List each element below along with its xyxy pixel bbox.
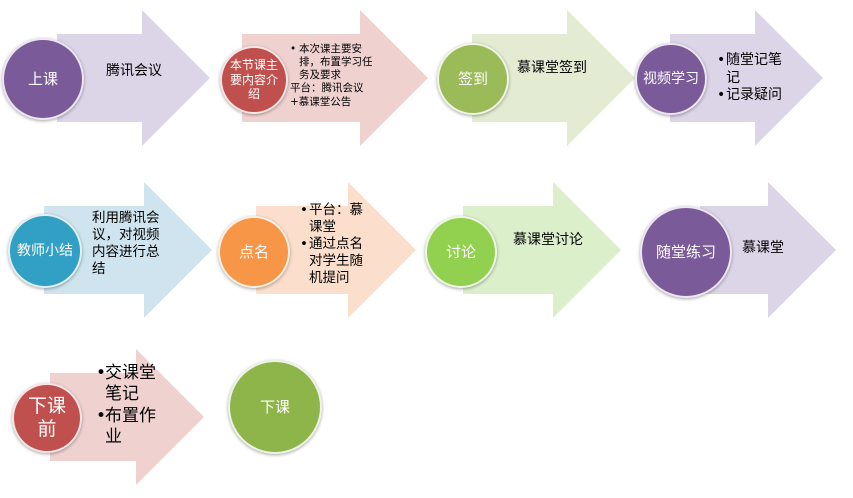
step-6-bullet-2: 通过点名对学生随机提问 [300,236,372,287]
step-8-arrow [700,182,836,318]
step-1-arrow [57,10,210,146]
step-9-bullet-2: 布置作业 [96,406,168,449]
step-5-arrow-shape [44,182,212,318]
step-5-description-text: 利用腾讯会议，对视频内容进行总结 [92,210,160,277]
step-2-circle: 本节课主要内容介绍 [220,46,288,114]
step-4-description: 随堂记笔记 记录疑问 [717,52,787,105]
flow-step-5: 教师小结 利用腾讯会议，对视频内容进行总结 [4,180,214,320]
flow-step-4: 视频学习 随堂记笔记 记录疑问 [635,8,845,148]
step-9-title: 下课前 [27,395,66,440]
end-step-title: 下课 [259,398,290,416]
step-2-description: 本次课主要安排，布置学习任务及要求 平台：腾讯会议+慕课堂公告 [290,43,375,109]
step-8-title: 随堂练习 [655,243,716,261]
step-2-title: 本节课主要内容介绍 [229,58,278,102]
step-4-circle: 视频学习 [635,43,707,115]
step-2-extra-text: 平台：腾讯会议+慕课堂公告 [290,82,364,108]
end-step-circle: 下课 [228,360,322,454]
flow-step-2: 本节课主要内容介绍 本次课主要安排，布置学习任务及要求 平台：腾讯会议+慕课堂公… [220,8,430,148]
step-9-circle: 下课前 [12,383,82,453]
flow-step-8: 随堂练习 慕课堂 [640,180,845,320]
step-6-title: 点名 [238,243,269,261]
step-9-bullet-1: 交课堂笔记 [96,363,168,406]
step-3-description-text: 慕课堂签到 [517,60,587,76]
step-7-arrow [463,182,621,318]
flow-step-1: 上课 腾讯会议 [2,8,212,148]
step-5-title: 教师小结 [17,242,73,259]
flow-step-3: 签到 慕课堂签到 [437,8,637,148]
step-1-description-text: 腾讯会议 [106,63,162,79]
step-5-circle: 教师小结 [8,214,82,288]
step-3-title: 签到 [457,70,488,88]
step-8-arrow-shape [700,182,836,318]
step-3-arrow-shape [472,10,635,146]
step-1-title: 上课 [27,70,58,88]
step-7-arrow-shape [463,182,621,318]
step-3-arrow [472,10,635,146]
step-6-circle: 点名 [218,216,290,288]
flow-step-6: 点名 平台：慕课堂 通过点名对学生随机提问 [218,180,418,320]
step-2-bullet-1: 本次课主要安排，布置学习任务及要求 [290,43,375,82]
step-8-description-text: 慕课堂 [742,240,784,256]
step-6-description: 平台：慕课堂 通过点名对学生随机提问 [300,202,372,286]
step-5-description: 利用腾讯会议，对视频内容进行总结 [92,210,160,278]
step-3-description: 慕课堂签到 [517,60,597,78]
step-4-title: 视频学习 [643,70,699,87]
step-5-arrow [44,182,212,318]
step-1-circle: 上课 [2,38,84,120]
step-9-description: 交课堂笔记 布置作业 [96,363,168,448]
step-3-circle: 签到 [437,43,509,115]
step-7-title: 讨论 [445,243,476,261]
step-7-description-text: 慕课堂讨论 [513,232,583,248]
step-4-bullet-1: 随堂记笔记 [717,52,787,87]
step-7-description: 慕课堂讨论 [513,232,589,250]
step-8-description: 慕课堂 [742,240,812,258]
step-6-bullet-1: 平台：慕课堂 [300,202,372,236]
step-1-arrow-shape [57,10,210,146]
step-8-circle: 随堂练习 [640,206,732,298]
step-4-bullet-2: 记录疑问 [717,87,787,105]
flow-step-9: 下课前 交课堂笔记 布置作业 [8,345,213,485]
step-7-circle: 讨论 [425,216,497,288]
step-1-description: 腾讯会议 [106,63,186,81]
flow-step-7: 讨论 慕课堂讨论 [425,180,630,320]
